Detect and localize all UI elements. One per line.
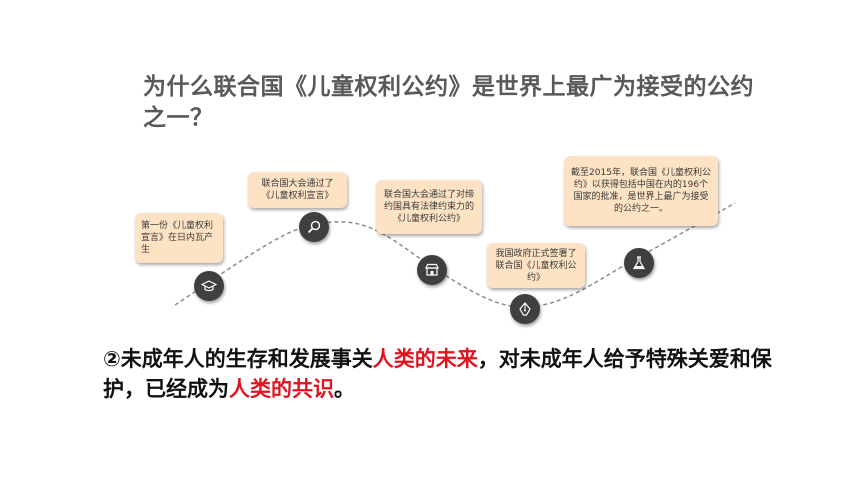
timeline-node-4 bbox=[510, 294, 540, 324]
conclusion-statement: ②未成年人的生存和发展事关人类的未来，对未成年人给予特殊关爱和保护，已经成为人类… bbox=[103, 344, 793, 404]
timeline-text-4: 我国政府正式签署了联合国《儿童权利公约》 bbox=[495, 248, 577, 283]
graduation-cap-icon bbox=[201, 280, 217, 292]
magnifier-icon bbox=[307, 220, 321, 234]
statement-part-2: ，对未成年人给予特殊关爱和保护，已经成为 bbox=[103, 347, 772, 401]
pen-nib-icon bbox=[519, 302, 531, 316]
timeline-node-3 bbox=[417, 255, 447, 285]
shop-icon bbox=[425, 263, 439, 276]
highlight-human-consensus: 人类的共识 bbox=[229, 377, 334, 401]
timeline-box-2: 联合国大会通过了《儿童权利宣言》 bbox=[248, 172, 347, 208]
statement-part-1: ②未成年人的生存和发展事关 bbox=[103, 347, 373, 371]
timeline-box-4: 我国政府正式签署了联合国《儿童权利公约》 bbox=[487, 243, 585, 288]
timeline-text-5: 截至2015年，联合国《儿童权利公约》以获得包括中国在内的196个国家的批准，是… bbox=[571, 168, 711, 214]
timeline-box-1: 第一份《儿童权利宣言》在日内瓦产生 bbox=[135, 213, 223, 263]
timeline-text-1: 第一份《儿童权利宣言》在日内瓦产生 bbox=[141, 221, 214, 255]
timeline-node-5 bbox=[624, 248, 654, 278]
timeline-node-1 bbox=[194, 271, 224, 301]
flask-icon bbox=[632, 256, 646, 270]
timeline-box-3: 联合国大会通过了对缔约国具有法律约束力的《儿童权利公约》 bbox=[376, 180, 482, 234]
highlight-human-future: 人类的未来 bbox=[372, 347, 478, 371]
timeline-node-2 bbox=[299, 212, 329, 242]
statement-part-3: 。 bbox=[334, 377, 355, 401]
question-heading: 为什么联合国《儿童权利公约》是世界上最广为接受的公约之一？ bbox=[143, 74, 754, 131]
timeline-box-5: 截至2015年，联合国《儿童权利公约》以获得包括中国在内的196个国家的批准，是… bbox=[564, 156, 718, 226]
timeline-text-3: 联合国大会通过了对缔约国具有法律约束力的《儿童权利公约》 bbox=[383, 190, 474, 224]
timeline-text-2: 联合国大会通过了《儿童权利宣言》 bbox=[261, 179, 334, 201]
